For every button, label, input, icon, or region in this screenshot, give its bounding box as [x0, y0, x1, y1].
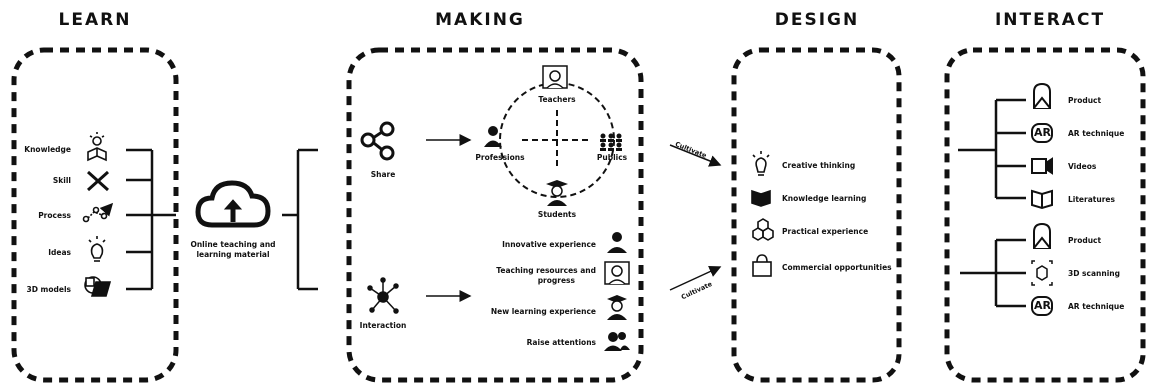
center-bracket [282, 148, 318, 291]
learn-item-3d-models: 3D models [26, 285, 71, 294]
new-learning-icon [607, 295, 627, 320]
product-icon [1033, 82, 1051, 109]
outcome-new-learning: New learning experience [490, 307, 596, 316]
interact-item-literatures: Literatures [1068, 195, 1115, 204]
interact-item-videos: Videos [1068, 162, 1097, 171]
section-title-learn: LEARN [58, 10, 132, 30]
section-title-interact: INTERACT [994, 10, 1106, 30]
practical-cubes-icon [752, 218, 774, 241]
center-label-line2: learning material [196, 250, 270, 259]
raise-attentions-icon [604, 332, 630, 351]
professions-icon [484, 126, 502, 147]
teaching-resources-icon [604, 261, 630, 285]
circle-cross [522, 110, 592, 170]
3d-scanning-icon [1031, 260, 1053, 286]
design-box [731, 47, 902, 383]
video-icon [1031, 157, 1053, 175]
shopping-bag-icon [752, 254, 772, 277]
interact-item-3d-scanning: 3D scanning [1068, 269, 1120, 278]
outcome-teaching-resources-1: Teaching resources and [496, 266, 596, 275]
design-item-practical: Practical experience [782, 227, 869, 236]
publics-icon [600, 133, 622, 151]
interact-box [944, 47, 1146, 383]
interact-item-product-2: Product [1068, 236, 1102, 245]
teachers-icon [542, 65, 568, 89]
interact-item-product: Product [1068, 96, 1102, 105]
interaction-icon [367, 277, 399, 314]
outcome-teaching-resources-2: progress [537, 276, 575, 285]
ar-badge-icon-2 [1031, 296, 1053, 316]
design-item-knowledge: Knowledge learning [782, 194, 867, 203]
interact-item-ar: AR technique [1068, 129, 1125, 138]
learn-bracket [126, 148, 176, 291]
learn-item-ideas: Ideas [48, 248, 71, 257]
ar-badge-text: AR [1034, 126, 1051, 139]
design-item-commercial: Commercial opportunities [782, 263, 892, 272]
book-bulb-icon [87, 132, 107, 162]
knowledge-book-icon [751, 189, 771, 207]
making-box [346, 47, 644, 383]
tools-icon [86, 170, 110, 192]
students-label: Students [537, 210, 577, 219]
lightbulb-icon [88, 236, 106, 262]
center-label-line1: Online teaching and [190, 240, 276, 249]
product-icon-2 [1033, 222, 1051, 249]
learn-item-knowledge: Knowledge [24, 145, 71, 154]
section-title-making: MAKING [435, 10, 525, 30]
interact-bracket-2 [960, 238, 1026, 308]
process-icon [82, 202, 114, 223]
cultivate-arrow-1 [669, 144, 722, 167]
students-icon [546, 180, 568, 206]
outcome-raise-attentions: Raise attentions [526, 338, 596, 347]
interaction-label: Interaction [359, 321, 407, 330]
professions-label: Professions [475, 153, 525, 162]
share-icon [360, 121, 395, 161]
ar-badge-text-2: AR [1034, 299, 1051, 312]
literatures-icon [1031, 189, 1053, 210]
learn-item-process: Process [38, 211, 71, 220]
learn-item-skill: Skill [52, 176, 71, 185]
cloud-upload-icon [195, 180, 271, 228]
publics-label: Publics [596, 153, 628, 162]
section-title-design: DESIGN [774, 10, 860, 30]
teachers-label: Teachers [538, 95, 576, 104]
cultivate-arrow-2 [669, 265, 722, 291]
learn-box [11, 47, 179, 383]
ar-badge-icon [1031, 123, 1053, 143]
design-item-creative: Creative thinking [782, 161, 856, 170]
creative-thinking-icon [752, 151, 770, 176]
3d-models-icon [84, 276, 112, 297]
interact-item-ar-2: AR technique [1068, 302, 1125, 311]
interact-bracket-1 [958, 98, 1026, 200]
share-label: Share [370, 170, 396, 179]
innovative-icon [607, 232, 627, 253]
outcome-innovative: Innovative experience [502, 240, 596, 249]
